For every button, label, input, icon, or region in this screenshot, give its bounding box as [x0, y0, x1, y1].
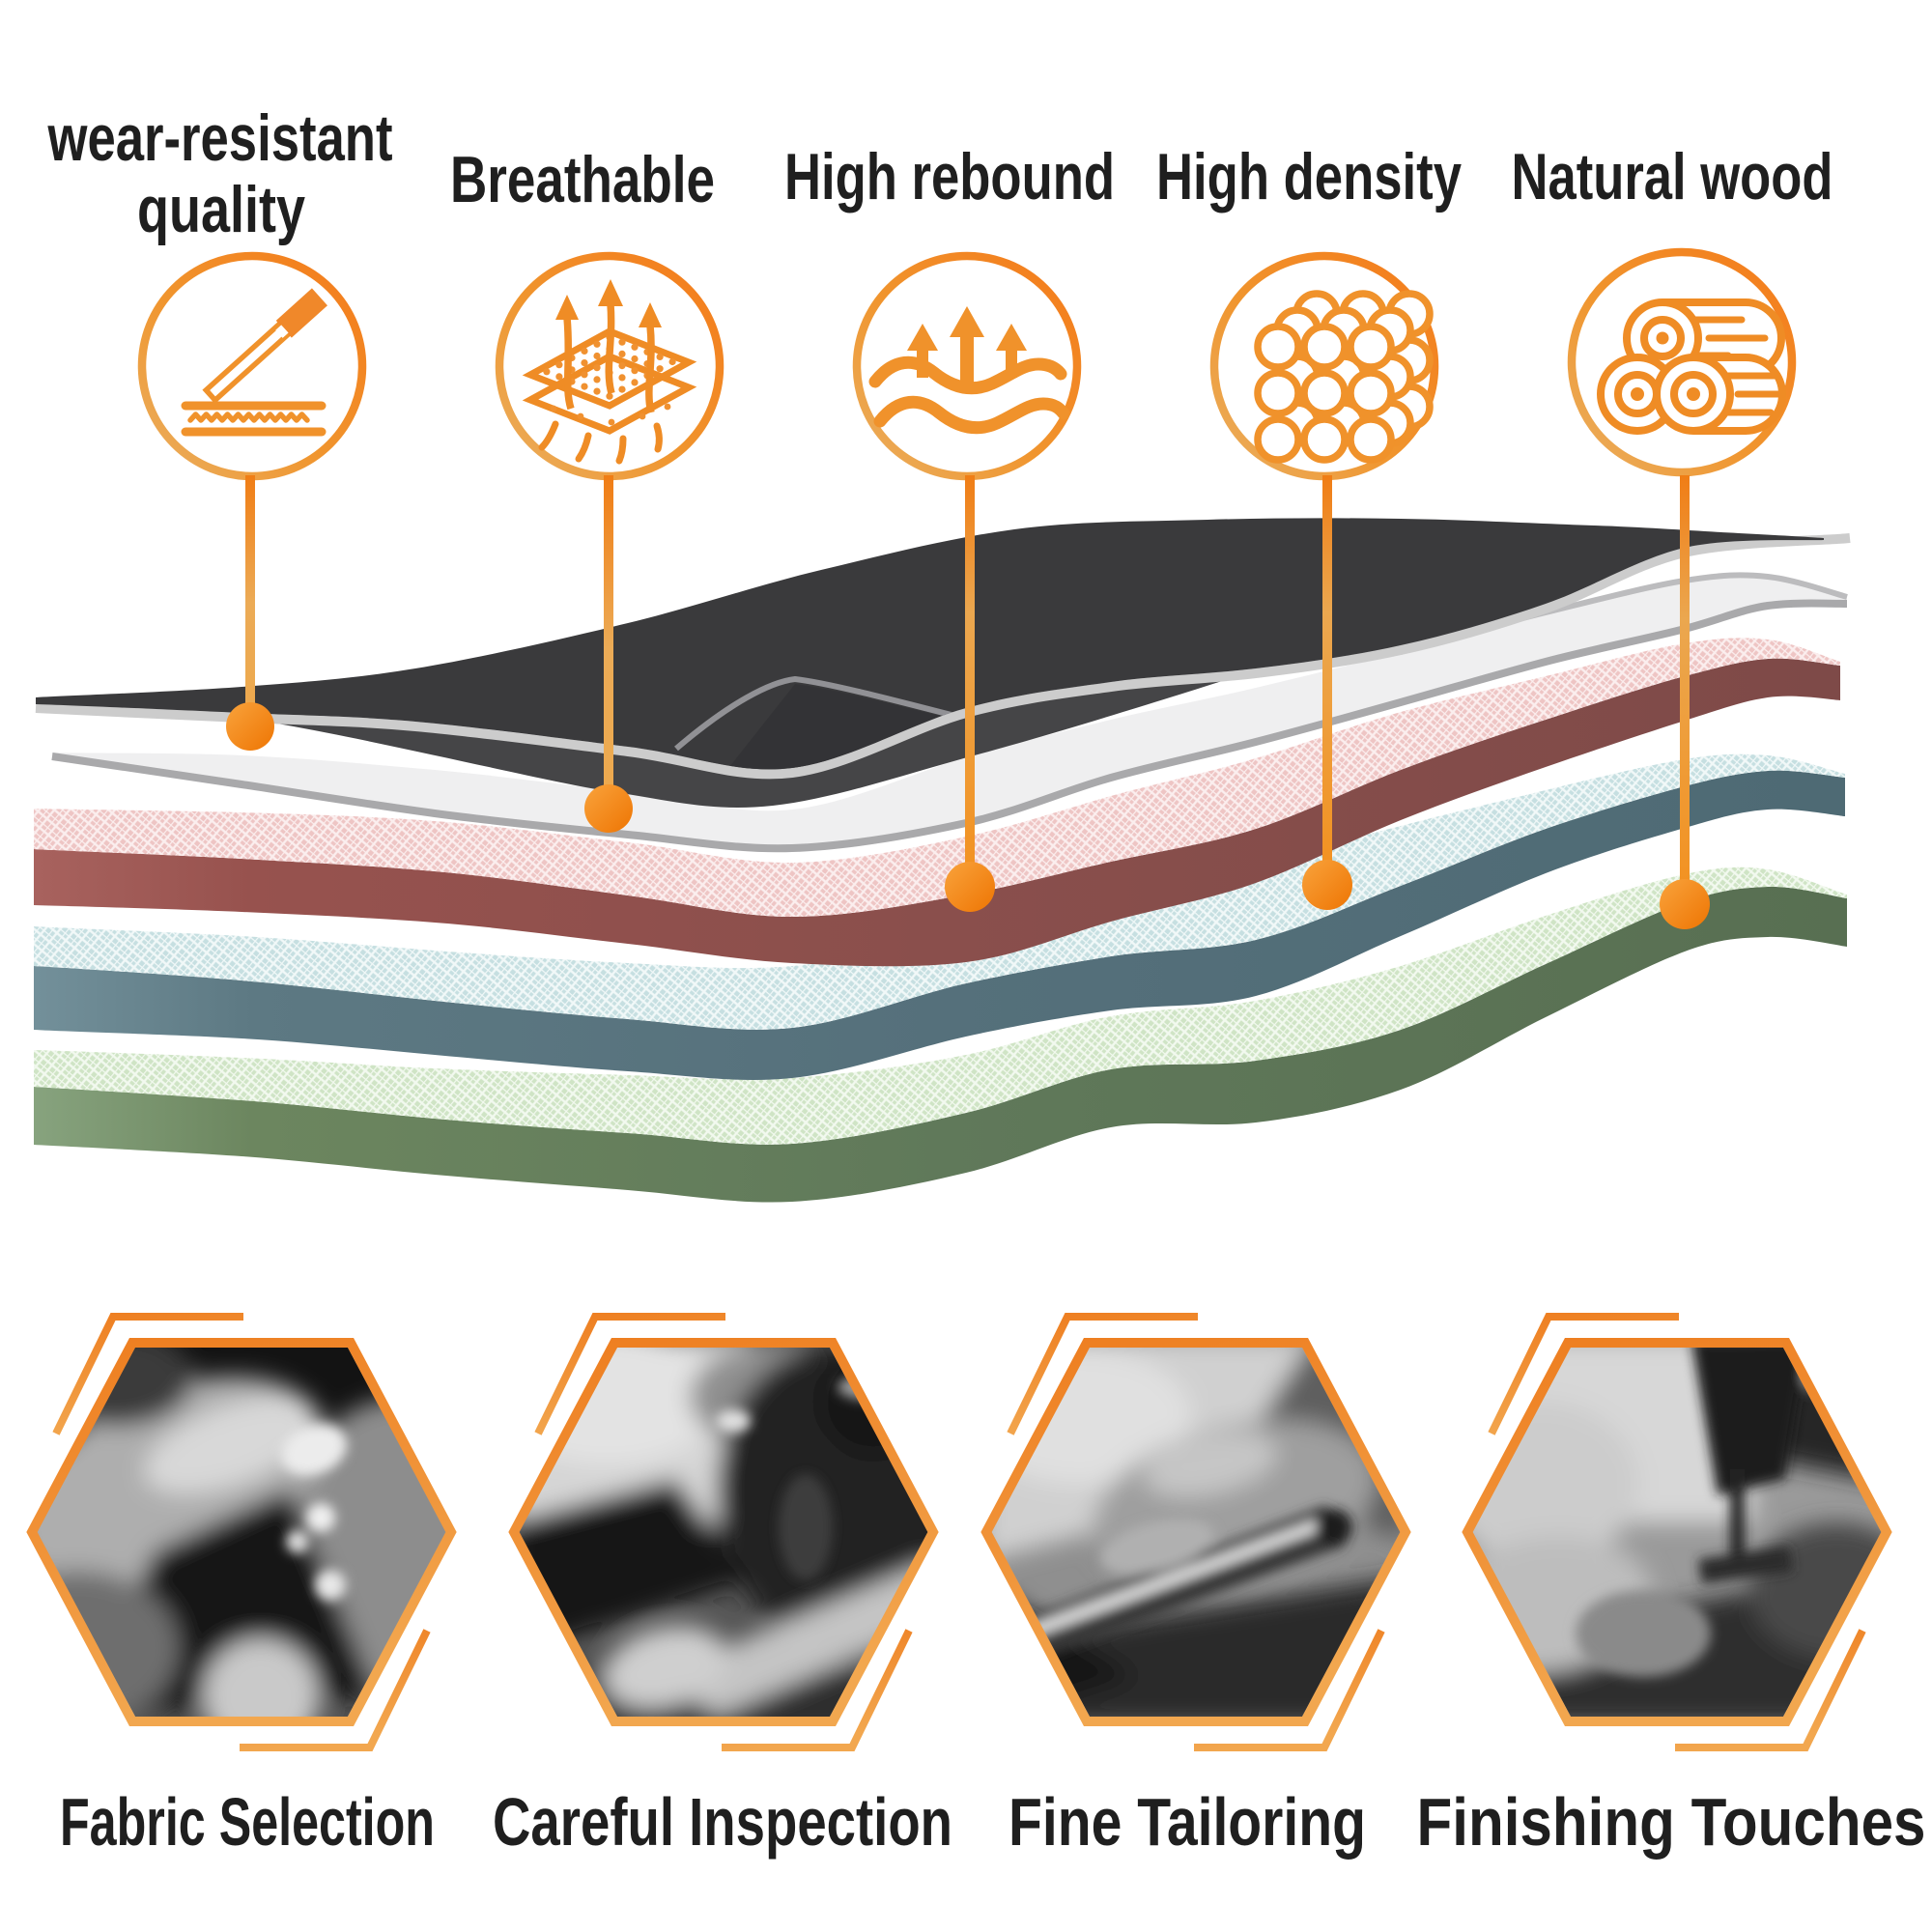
svg-text:Finishing Touches: Finishing Touches: [1417, 1784, 1926, 1860]
svg-text:Careful Inspection: Careful Inspection: [493, 1784, 952, 1860]
svg-text:High density: High density: [1156, 140, 1462, 213]
svg-text:Fine Tailoring: Fine Tailoring: [1009, 1784, 1366, 1860]
svg-text:wear-resistant: wear-resistant: [47, 101, 393, 175]
svg-text:High rebound: High rebound: [784, 140, 1115, 213]
svg-text:Fabric Selection: Fabric Selection: [60, 1784, 435, 1860]
svg-text:Natural wood: Natural wood: [1512, 140, 1833, 213]
svg-text:quality: quality: [137, 173, 305, 246]
svg-text:Breathable: Breathable: [450, 143, 715, 216]
